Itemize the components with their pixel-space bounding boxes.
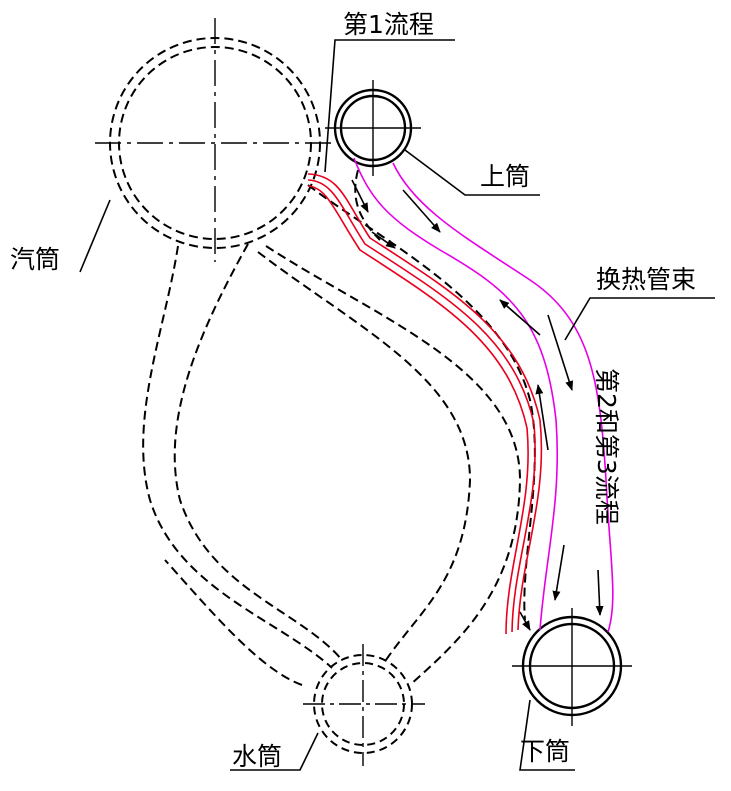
lower-drum-label: 下筒 — [520, 737, 570, 766]
lower-drum — [512, 608, 632, 726]
dashed-tube-banks — [142, 169, 536, 686]
water-drum-label: 水筒 — [232, 742, 282, 771]
leader-lines — [79, 39, 715, 771]
water-drum — [303, 644, 425, 766]
steam-drum — [95, 18, 335, 262]
pass23-label: 第2和第3流程 — [592, 368, 621, 525]
pass23-flow-path — [353, 157, 614, 633]
upper-drum — [325, 80, 421, 176]
steam-drum-label: 汽筒 — [10, 245, 60, 274]
upper-drum-label: 上筒 — [480, 162, 530, 191]
tube-bundle-label: 换热管束 — [596, 265, 696, 294]
pass1-label: 第1流程 — [343, 10, 434, 39]
flow-arrows — [351, 179, 604, 631]
pass1-flow-path — [307, 173, 543, 635]
steam-drum-centerline — [95, 18, 335, 262]
